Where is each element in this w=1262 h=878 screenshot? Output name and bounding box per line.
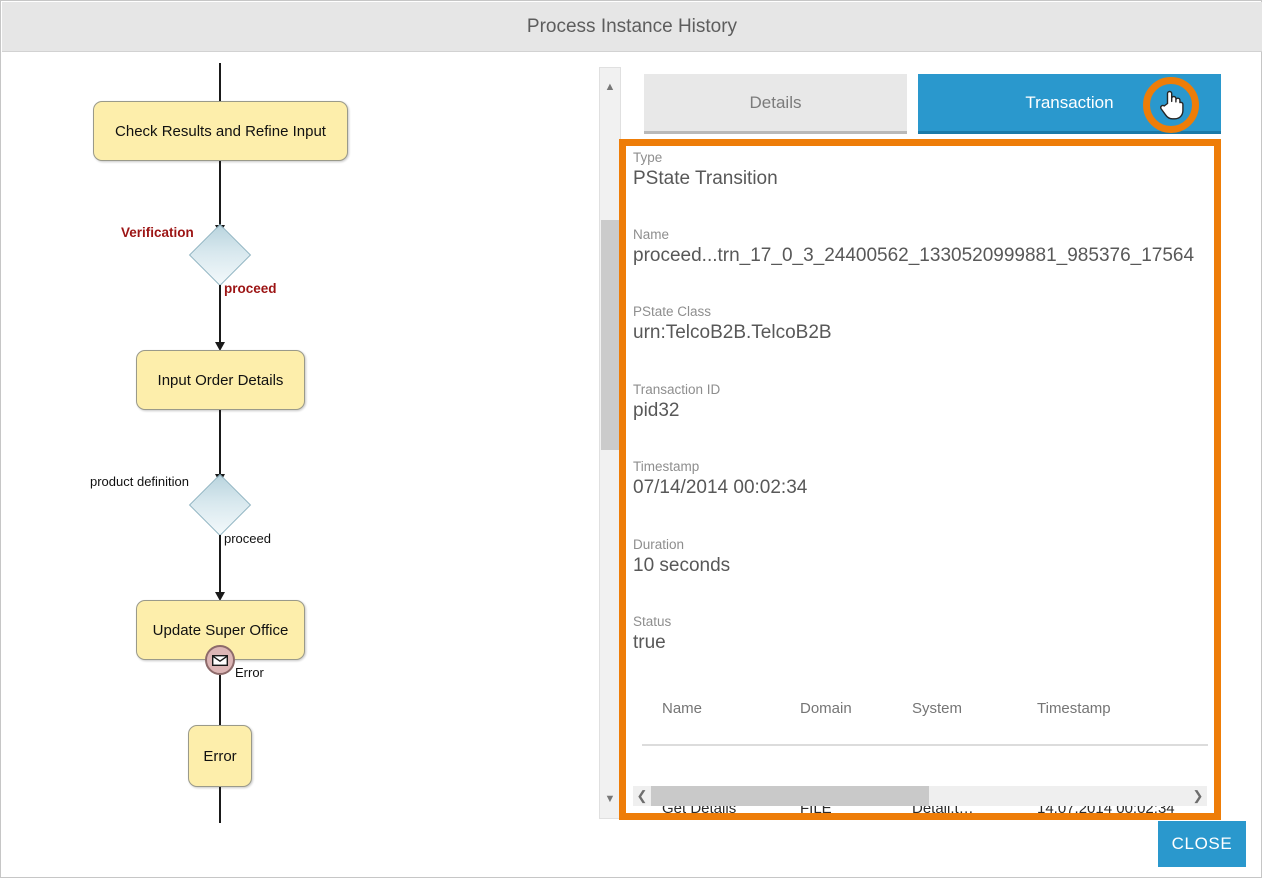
hand-cursor-icon — [1159, 89, 1184, 125]
field-value: 10 seconds — [633, 555, 731, 576]
bpmn-diagram-canvas[interactable]: Check Results and Refine Input Verificat… — [2, 53, 587, 823]
node-label: Input Order Details — [157, 371, 284, 389]
field-label: PState Class — [633, 304, 712, 319]
edge-label-proceed-1: proceed — [224, 281, 277, 296]
tab-details[interactable]: Details — [644, 74, 907, 134]
field-label: Type — [633, 150, 663, 165]
horizontal-scrollbar-thumb[interactable] — [651, 786, 929, 806]
field-status: Status true — [633, 614, 1208, 656]
connector — [219, 63, 221, 119]
field-value: PState Transition — [633, 168, 778, 189]
field-value: 07/14/2014 00:02:34 — [633, 477, 808, 498]
error-boundary-event-icon[interactable] — [205, 645, 235, 675]
transaction-panel-highlight — [619, 139, 1221, 820]
connector — [219, 161, 221, 229]
node-label: Error — [203, 747, 237, 765]
field-duration: Duration 10 seconds — [633, 537, 1208, 579]
tab-label: Transaction — [1025, 92, 1114, 112]
close-button[interactable]: CLOSE — [1158, 821, 1246, 867]
scroll-right-icon[interactable]: ❯ — [1192, 788, 1204, 803]
field-timestamp: Timestamp 07/14/2014 00:02:34 — [633, 459, 1208, 501]
scroll-left-icon[interactable]: ❮ — [636, 788, 648, 803]
field-value: urn:TelcoB2B.TelcoB2B — [633, 322, 832, 343]
connector — [219, 285, 221, 347]
node-label: Update Super Office — [152, 621, 289, 639]
dialog-title: Process Instance History — [526, 16, 738, 37]
field-label: Name — [633, 227, 670, 242]
dialog-titlebar: Process Instance History — [2, 2, 1262, 52]
node-label: Check Results and Refine Input — [115, 122, 326, 140]
field-value: pid32 — [633, 400, 680, 421]
diagram-node-gateway-verification[interactable] — [188, 223, 252, 287]
diagram-node-input-order-details[interactable]: Input Order Details — [136, 350, 305, 410]
diagram-node-check-results[interactable]: Check Results and Refine Input — [93, 101, 348, 161]
scroll-up-icon[interactable]: ▲ — [604, 81, 616, 93]
column-header-domain[interactable]: Domain — [800, 700, 852, 717]
edge-label-error: Error — [235, 665, 264, 680]
field-label: Status — [633, 614, 672, 629]
connector — [219, 410, 221, 478]
field-label: Duration — [633, 537, 685, 552]
field-pstate-class: PState Class urn:TelcoB2B.TelcoB2B — [633, 304, 1208, 346]
table-header-row: Name Domain System Timestamp — [633, 694, 1208, 740]
arrowhead-icon — [215, 592, 225, 601]
transaction-steps-table: Name Domain System Timestamp Get Details… — [633, 694, 1208, 813]
diagram-node-gateway-product-definition[interactable] — [188, 473, 252, 537]
field-name: Name proceed...trn_17_0_3_24400562_13305… — [633, 227, 1208, 269]
field-type: Type PState Transition — [633, 150, 1208, 192]
connector — [219, 675, 221, 737]
diagram-node-error[interactable]: Error — [188, 725, 252, 787]
arrowhead-icon — [215, 342, 225, 351]
edge-label-proceed-2: proceed — [224, 531, 271, 546]
field-label: Timestamp — [633, 459, 700, 474]
envelope-icon — [212, 654, 228, 666]
field-value: true — [633, 632, 666, 653]
field-transaction-id: Transaction ID pid32 — [633, 382, 1208, 424]
edge-label-product-definition: product definition — [90, 474, 190, 489]
table-header-divider — [642, 744, 1208, 746]
field-value: proceed...trn_17_0_3_24400562_1330520999… — [633, 245, 1195, 266]
field-label: Transaction ID — [633, 382, 721, 397]
connector — [219, 535, 221, 597]
diagram-vertical-scrollbar[interactable]: ▲ ▼ — [599, 67, 621, 819]
table-horizontal-scrollbar[interactable]: ❮ ❯ — [633, 786, 1207, 806]
tab-label: Details — [749, 92, 802, 112]
edge-label-verification: Verification — [121, 225, 194, 240]
connector — [219, 787, 221, 823]
column-header-name[interactable]: Name — [662, 700, 703, 717]
click-highlight-ring — [1143, 77, 1199, 133]
transaction-detail-panel: Type PState Transition Name proceed...tr… — [626, 146, 1214, 813]
column-header-system[interactable]: System — [912, 700, 963, 717]
column-header-timestamp[interactable]: Timestamp — [1037, 700, 1111, 717]
vertical-scrollbar-thumb[interactable] — [601, 220, 619, 450]
scroll-down-icon[interactable]: ▼ — [604, 793, 616, 805]
